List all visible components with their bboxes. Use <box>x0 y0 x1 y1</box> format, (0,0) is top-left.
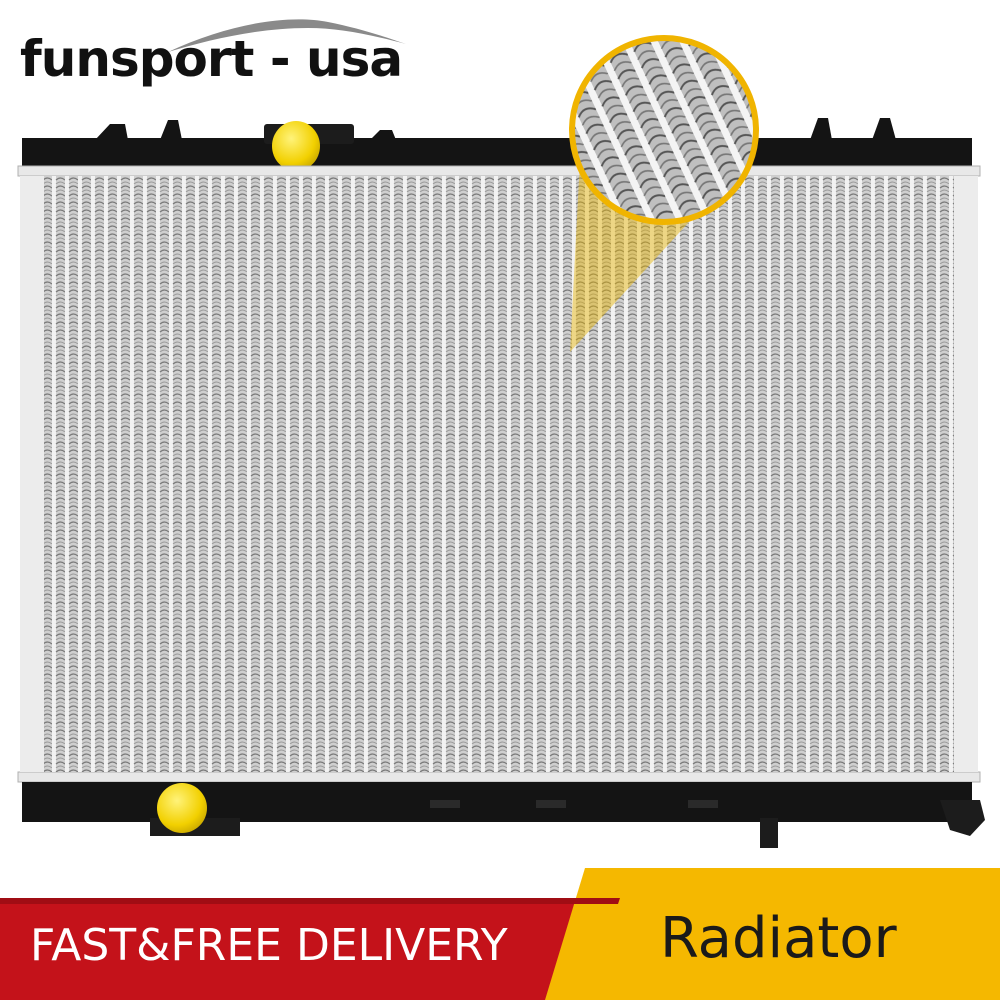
banner-shape <box>0 868 1000 1000</box>
radiator-cap-bottom <box>157 783 207 833</box>
brand-name: funsport - usa <box>20 30 403 88</box>
radiator-image <box>17 35 985 848</box>
top-tank <box>22 118 972 166</box>
radiator-core <box>20 176 978 772</box>
swoosh-icon <box>168 19 406 52</box>
product-label: Radiator <box>660 906 897 971</box>
radiator-cap-top <box>272 121 320 171</box>
promo-banner <box>0 868 1000 1000</box>
zoom-lens-icon <box>569 35 759 352</box>
brand-logo: funsport - usa <box>18 14 406 94</box>
delivery-label: FAST&FREE DELIVERY <box>30 920 508 971</box>
